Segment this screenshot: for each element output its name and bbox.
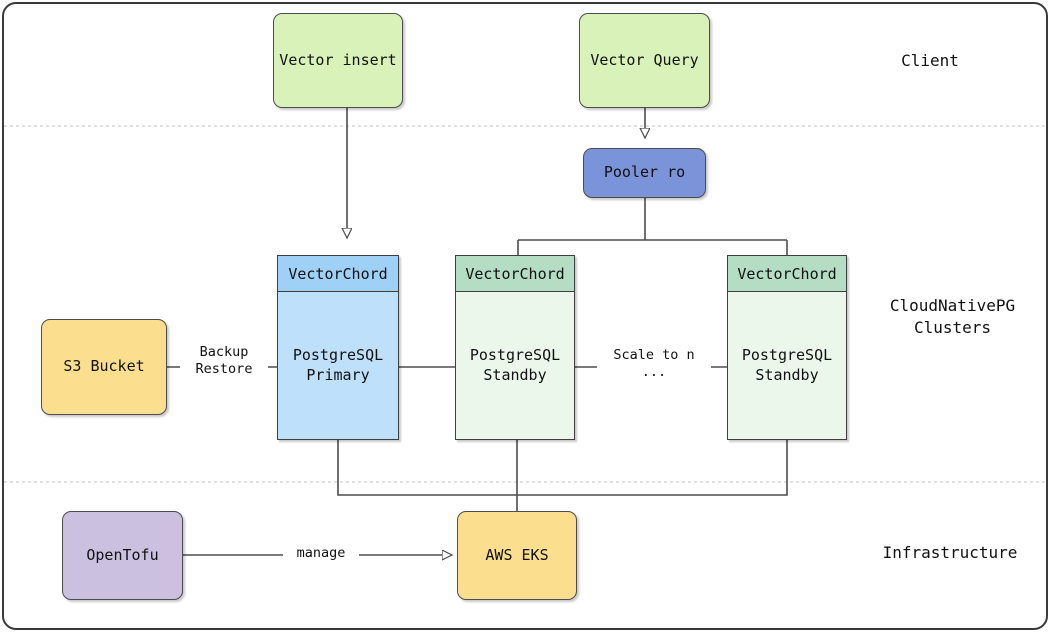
node-aws-eks-label: AWS EKS <box>485 545 549 564</box>
edge-label-backup-restore: Backup Restore <box>180 344 268 378</box>
node-opentofu[interactable]: OpenTofu <box>62 511 183 600</box>
node-standby-1-header: VectorChord <box>456 256 574 292</box>
node-vector-insert-label: Vector insert <box>279 50 397 69</box>
node-standby-2-header: VectorChord <box>728 256 846 292</box>
node-vector-query-label: Vector Query <box>590 50 699 69</box>
node-primary-body: PostgreSQL Primary <box>278 292 398 439</box>
node-pooler-ro[interactable]: Pooler ro <box>583 148 706 198</box>
node-standby-1-body: PostgreSQL Standby <box>456 292 574 439</box>
lane-label-client: Client <box>901 51 959 70</box>
node-opentofu-label: OpenTofu <box>86 545 159 564</box>
node-postgresql-standby-2[interactable]: VectorChord PostgreSQL Standby <box>727 255 847 440</box>
node-aws-eks[interactable]: AWS EKS <box>457 511 577 600</box>
node-s3-bucket[interactable]: S3 Bucket <box>41 319 167 415</box>
lane-label-clusters: CloudNativePG Clusters <box>889 296 1016 337</box>
node-postgresql-standby-1[interactable]: VectorChord PostgreSQL Standby <box>455 255 575 440</box>
node-s3-bucket-label: S3 Bucket <box>63 357 145 376</box>
node-primary-header: VectorChord <box>278 256 398 292</box>
node-postgresql-primary[interactable]: VectorChord PostgreSQL Primary <box>277 255 399 440</box>
node-standby-2-body: PostgreSQL Standby <box>728 292 846 439</box>
lane-label-infrastructure: Infrastructure <box>882 543 1018 562</box>
node-pooler-ro-label: Pooler ro <box>603 163 686 182</box>
node-vector-insert[interactable]: Vector insert <box>273 13 403 108</box>
edge-label-manage: manage <box>283 545 359 562</box>
edge-label-scale-to-n: Scale to n ... <box>597 347 711 381</box>
node-vector-query[interactable]: Vector Query <box>579 13 710 108</box>
